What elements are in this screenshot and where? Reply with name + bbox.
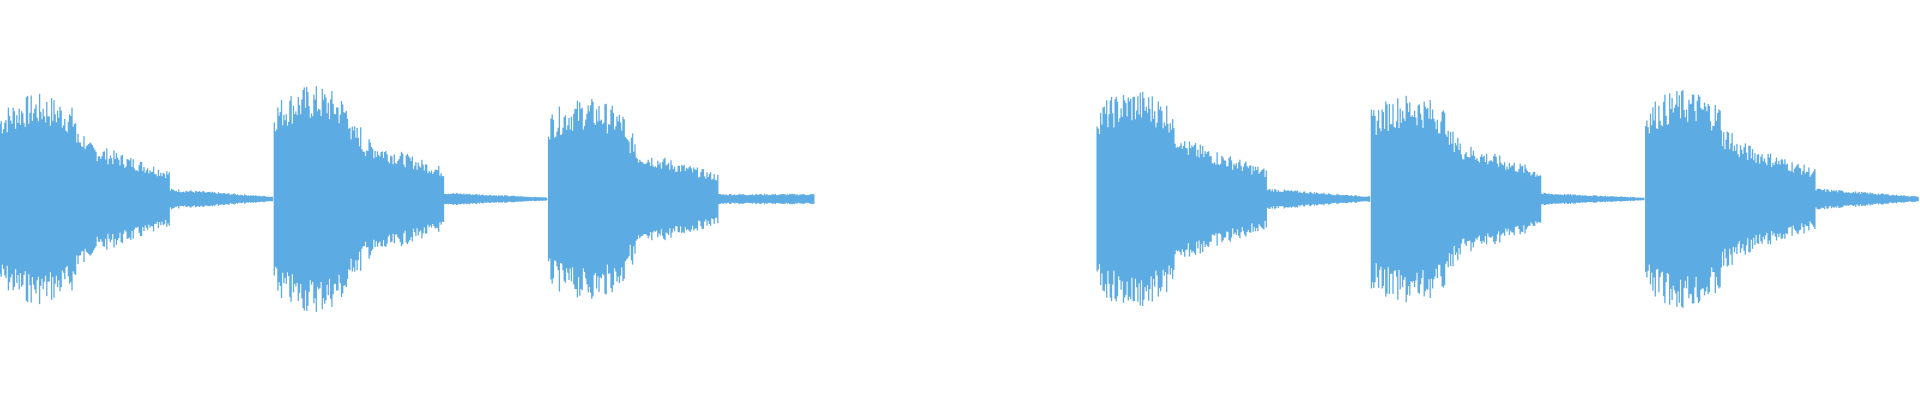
waveform-segment bbox=[1370, 95, 1645, 303]
waveform-segment bbox=[547, 99, 815, 299]
waveform-segment bbox=[273, 86, 548, 312]
waveform-segment bbox=[1645, 90, 1919, 308]
waveform-segment bbox=[0, 93, 274, 305]
waveform-segment bbox=[1096, 92, 1371, 306]
waveform-group bbox=[0, 86, 1919, 312]
